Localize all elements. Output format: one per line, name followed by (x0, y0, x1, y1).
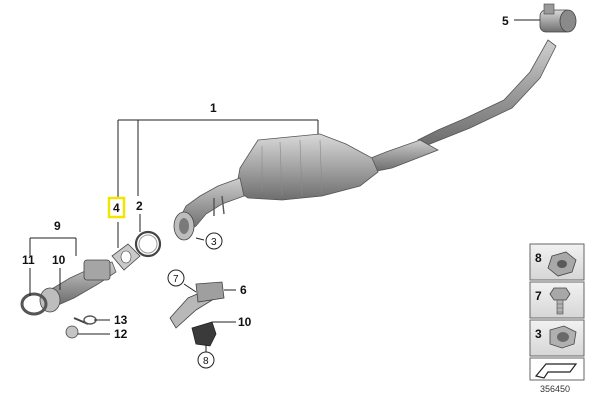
callout-3-circle (205, 232, 223, 250)
callout-1: 1 (210, 101, 217, 115)
catalytic-converter-assembly (173, 39, 557, 241)
callout-7: 7 (173, 274, 179, 285)
nut-icon (547, 251, 577, 277)
diagram-id: 356450 (540, 384, 570, 394)
callout-12: 12 (114, 327, 128, 341)
gasket-ring (134, 230, 162, 258)
sleeve-nut-icon (549, 325, 577, 349)
legend-label-3: 3 (535, 327, 542, 341)
callout-4: 4 (113, 201, 120, 215)
callout-10-upper: 10 (52, 253, 66, 267)
callout-11: 11 (22, 253, 35, 267)
leader-lines (29, 19, 540, 352)
callout-4-highlight (107, 196, 126, 219)
support-bracket (169, 281, 225, 347)
callout-3: 3 (211, 237, 217, 248)
flange-gasket (111, 243, 141, 271)
flange-pipe-section (20, 259, 117, 339)
legend-label-7: 7 (535, 289, 542, 303)
bolt-icon (549, 287, 571, 315)
legend-label-8: 8 (535, 251, 542, 265)
legend-panel: 8 7 3 (529, 243, 585, 381)
pipe-clamp (539, 3, 577, 33)
callout-13: 13 (114, 313, 128, 327)
callout-8-circle (197, 351, 215, 369)
callout-10-lower: 10 (238, 315, 252, 329)
callout-2: 2 (136, 199, 143, 213)
callout-7-circle (167, 269, 185, 287)
callout-8: 8 (203, 356, 209, 367)
callout-9: 9 (54, 219, 61, 233)
gasket-icon (534, 363, 578, 379)
callout-6: 6 (240, 283, 247, 297)
callout-5: 5 (502, 14, 509, 28)
